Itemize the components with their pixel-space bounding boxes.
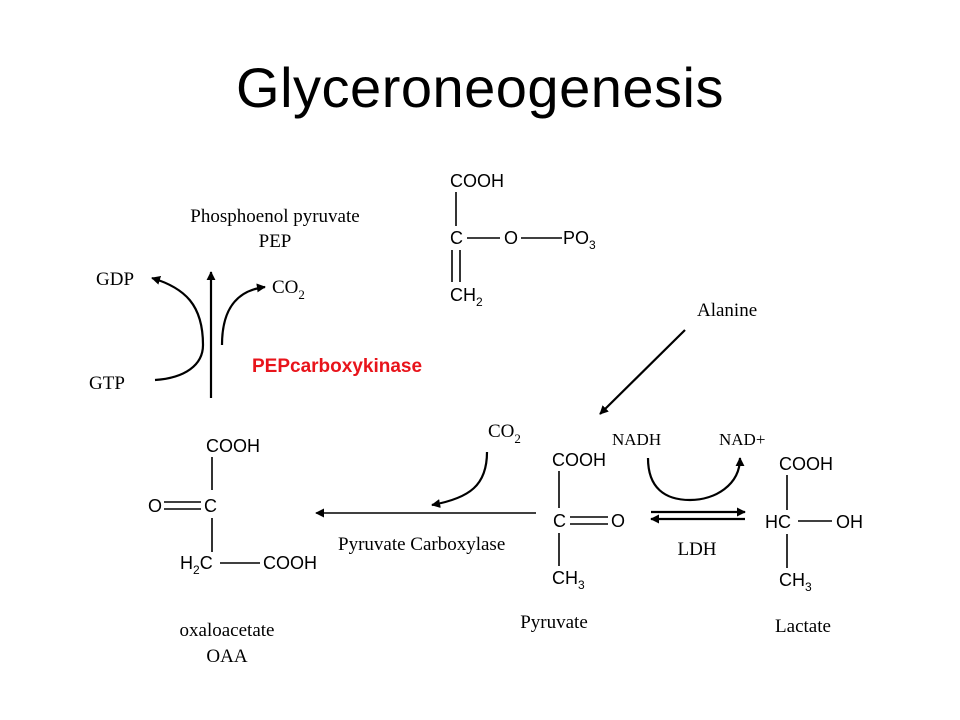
pep-o: O	[504, 228, 518, 248]
pyruvate-o: O	[611, 511, 625, 531]
oaa-name: oxaloacetate	[180, 620, 275, 641]
oaa-c: C	[204, 496, 217, 516]
oaa-cooh-right: COOH	[263, 553, 317, 573]
nadh-nad-curved-arrow	[646, 457, 745, 502]
alanine-label: Alanine	[697, 300, 757, 321]
pep-carboxykinase-label: PEPcarboxykinase	[252, 356, 422, 377]
ldh-label: LDH	[677, 539, 716, 560]
lactate-hc: HC	[765, 512, 791, 532]
pyruvate-carboxylase-label: Pyruvate Carboxylase	[338, 534, 505, 555]
oaa-cooh-top: COOH	[206, 436, 260, 456]
lactate-name: Lactate	[775, 616, 831, 637]
nad-label: NAD+	[719, 430, 765, 449]
pep-c: C	[450, 228, 463, 248]
gtp-label: GTP	[89, 373, 125, 394]
lactate-cooh: COOH	[779, 454, 833, 474]
pep-ch2: CH2	[450, 285, 483, 309]
oaa-abbr: OAA	[206, 646, 247, 667]
pep-abbr: PEP	[259, 231, 292, 252]
gdp-label: GDP	[96, 269, 134, 290]
oaa-o: O	[148, 496, 162, 516]
pyruvate-c: C	[553, 511, 566, 531]
pyruvate-name: Pyruvate	[520, 612, 588, 633]
alanine-arrow	[599, 329, 686, 415]
lactate-oh: OH	[836, 512, 863, 532]
lactate-ch3: CH3	[779, 570, 812, 594]
gtp-curved-line	[154, 344, 205, 382]
page-title: Glyceroneogenesis	[236, 56, 724, 119]
pep-cooh: COOH	[450, 171, 504, 191]
pyruvate-cooh: COOH	[552, 450, 606, 470]
pep-po3: PO3	[563, 228, 596, 252]
oaa-h2c: H2C	[180, 553, 213, 577]
co2-curved-arrow	[220, 283, 266, 346]
pep-name: Phosphoenol pyruvate	[190, 206, 359, 227]
co2-incoming-arrow	[431, 451, 489, 508]
gdp-curved-arrow	[151, 276, 205, 346]
pyruvate-ch3: CH3	[552, 568, 585, 592]
co2-label-bottom: CO2	[488, 421, 521, 446]
co2-label-top: CO2	[272, 277, 305, 302]
nadh-label: NADH	[612, 430, 661, 449]
